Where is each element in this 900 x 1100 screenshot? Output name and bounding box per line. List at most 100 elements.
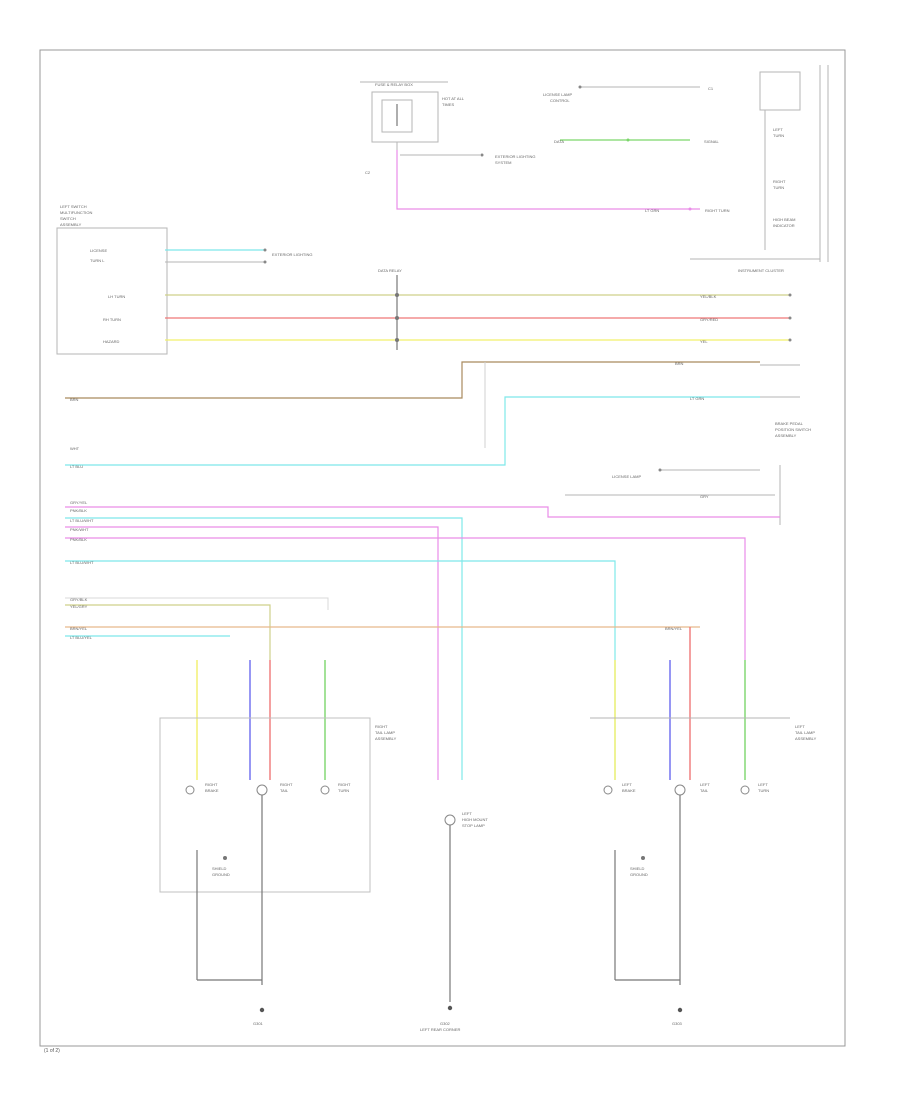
svg-text:TURN: TURN (338, 788, 349, 793)
svg-text:LICENSE LAMP: LICENSE LAMP (543, 92, 572, 97)
instrument-cluster-label: INSTRUMENT CLUSTER (738, 268, 784, 273)
ground-label: G302 (440, 1021, 451, 1026)
svg-text:GRY/RED: GRY/RED (700, 317, 718, 322)
svg-text:LEFT: LEFT (773, 127, 783, 132)
lamp-feed-wires: GRY/YEL PNK/BLK LT BLU/WHT PNK/WHT PNK/B… (65, 500, 780, 780)
svg-text:INDICATOR: INDICATOR (773, 223, 795, 228)
svg-text:LEFT: LEFT (758, 782, 768, 787)
svg-text:GRY/YEL: GRY/YEL (70, 500, 88, 505)
page-code: (1 of 2) (44, 1048, 60, 1054)
mid-wires: BRN LT GRN BRN WHT LT BLU BRAKE PEDAL PO… (65, 361, 811, 525)
svg-text:LT BLU/WHT: LT BLU/WHT (70, 560, 94, 565)
lamp-bulb (603, 785, 613, 795)
svg-text:DATA RELAY: DATA RELAY (378, 268, 402, 273)
pink-wire-top: LT GRN RIGHT TURN (396, 150, 730, 213)
svg-text:LT GRN: LT GRN (645, 208, 659, 213)
svg-text:YEL/GRY: YEL/GRY (70, 604, 88, 609)
fuse-block-top: FUSE & RELAY BOX HOT AT ALL TIMES (360, 81, 465, 175)
lamp-bulb (740, 785, 750, 795)
svg-text:TAIL LAMP: TAIL LAMP (375, 730, 395, 735)
svg-text:GRY/BLK: GRY/BLK (70, 597, 88, 602)
svg-text:SHIELD: SHIELD (630, 866, 645, 871)
svg-text:TAIL: TAIL (700, 788, 709, 793)
svg-text:TURN L: TURN L (90, 258, 105, 263)
svg-text:LH TURN: LH TURN (108, 294, 125, 299)
svg-text:DATA: DATA (554, 139, 564, 144)
svg-text:BRN: BRN (70, 397, 79, 402)
svg-text:PNK/BLK: PNK/BLK (70, 508, 87, 513)
svg-text:C1: C1 (708, 86, 714, 91)
svg-text:GROUND: GROUND (630, 872, 648, 877)
svg-text:GRY: GRY (700, 494, 709, 499)
svg-text:STOP LAMP: STOP LAMP (462, 823, 485, 828)
svg-text:RH TURN: RH TURN (103, 317, 121, 322)
svg-text:LEFT REAR CORNER: LEFT REAR CORNER (420, 1027, 460, 1032)
svg-text:HAZARD: HAZARD (103, 339, 120, 344)
svg-text:C2: C2 (365, 170, 371, 175)
svg-text:BRAKE: BRAKE (205, 788, 219, 793)
bus-wires: DATA RELAY YEL/BLK GRY/RED YEL (165, 268, 792, 350)
ground-wire-top: EXTERIOR LIGHTING SYSTEM C2 (365, 153, 535, 175)
svg-text:HIGH BEAM: HIGH BEAM (773, 217, 795, 222)
svg-text:RIGHT: RIGHT (205, 782, 218, 787)
svg-text:LICENSE LAMP: LICENSE LAMP (612, 474, 641, 479)
svg-text:RIGHT: RIGHT (280, 782, 293, 787)
lamp-bulb (674, 784, 686, 796)
svg-text:LICENSE: LICENSE (90, 248, 107, 253)
center-lamp: LEFT HIGH MOUNT STOP LAMP G302 LEFT REAR… (420, 811, 488, 1032)
svg-text:HOT AT ALL: HOT AT ALL (442, 96, 465, 101)
svg-text:YEL: YEL (700, 339, 708, 344)
svg-text:SIGNAL: SIGNAL (704, 139, 719, 144)
svg-text:TURN: TURN (773, 133, 784, 138)
svg-text:LEFT: LEFT (700, 782, 710, 787)
page-frame (39, 49, 846, 1047)
svg-text:RIGHT: RIGHT (338, 782, 351, 787)
svg-text:BRAKE: BRAKE (622, 788, 636, 793)
svg-text:GROUND: GROUND (212, 872, 230, 877)
svg-text:FUSE & RELAY BOX: FUSE & RELAY BOX (375, 82, 413, 87)
svg-text:LEFT: LEFT (795, 724, 805, 729)
svg-text:CONTROL: CONTROL (550, 98, 570, 103)
svg-text:SYSTEM: SYSTEM (495, 160, 511, 165)
svg-text:TURN: TURN (758, 788, 769, 793)
svg-text:ASSEMBLY: ASSEMBLY (60, 222, 82, 227)
svg-text:ASSEMBLY: ASSEMBLY (375, 736, 397, 741)
svg-text:YEL/BLK: YEL/BLK (700, 294, 717, 299)
svg-text:LEFT SWITCH: LEFT SWITCH (60, 204, 87, 209)
svg-text:LEFT: LEFT (622, 782, 632, 787)
lamp-bulb (320, 785, 330, 795)
svg-text:BRN/YEL: BRN/YEL (665, 626, 683, 631)
svg-text:LT GRN: LT GRN (690, 396, 704, 401)
svg-text:HIGH MOUNT: HIGH MOUNT (462, 817, 488, 822)
svg-text:BRAKE PEDAL: BRAKE PEDAL (775, 421, 804, 426)
svg-text:POSITION SWITCH: POSITION SWITCH (775, 427, 811, 432)
svg-text:TIMES: TIMES (442, 102, 455, 107)
svg-text:RIGHT TURN: RIGHT TURN (705, 208, 730, 213)
svg-text:PNK/BLK: PNK/BLK (70, 537, 87, 542)
svg-text:SHIELD: SHIELD (212, 866, 227, 871)
svg-text:LT BLU/YEL: LT BLU/YEL (70, 635, 93, 640)
left-lamp-assembly: RIGHT TAIL LAMP ASSEMBLY RIGHT BRAKE RIG… (159, 717, 397, 1026)
svg-text:LEFT: LEFT (462, 811, 472, 816)
svg-text:RIGHT: RIGHT (375, 724, 388, 729)
svg-text:EXTERIOR LIGHTING: EXTERIOR LIGHTING (495, 154, 535, 159)
ground-label: G301 (253, 1021, 264, 1026)
lamp-bulb (185, 785, 195, 795)
headlamp-switch-block: LEFT SWITCH MULTIFUNCTION SWITCH ASSEMBL… (56, 204, 168, 355)
svg-text:PNK/WHT: PNK/WHT (70, 527, 89, 532)
top-right-module: LICENSE LAMP CONTROL C1 DATA SIGNAL LEFT… (543, 65, 829, 273)
svg-text:TURN: TURN (773, 185, 784, 190)
svg-text:LT BLU: LT BLU (70, 464, 83, 469)
svg-text:RIGHT: RIGHT (773, 179, 786, 184)
lamp-bulb (256, 784, 268, 796)
svg-text:BRN: BRN (675, 361, 684, 366)
svg-text:ASSEMBLY: ASSEMBLY (795, 736, 817, 741)
ground-label: G303 (672, 1021, 683, 1026)
svg-text:BRN/YEL: BRN/YEL (70, 626, 88, 631)
svg-text:TAIL: TAIL (280, 788, 289, 793)
svg-text:WHT: WHT (70, 446, 80, 451)
svg-text:LT BLU/WHT: LT BLU/WHT (70, 518, 94, 523)
right-lamp-assembly: LEFT TAIL LAMP ASSEMBLY LEFT BRAKE LEFT … (590, 717, 817, 1026)
svg-text:TAIL LAMP: TAIL LAMP (795, 730, 815, 735)
